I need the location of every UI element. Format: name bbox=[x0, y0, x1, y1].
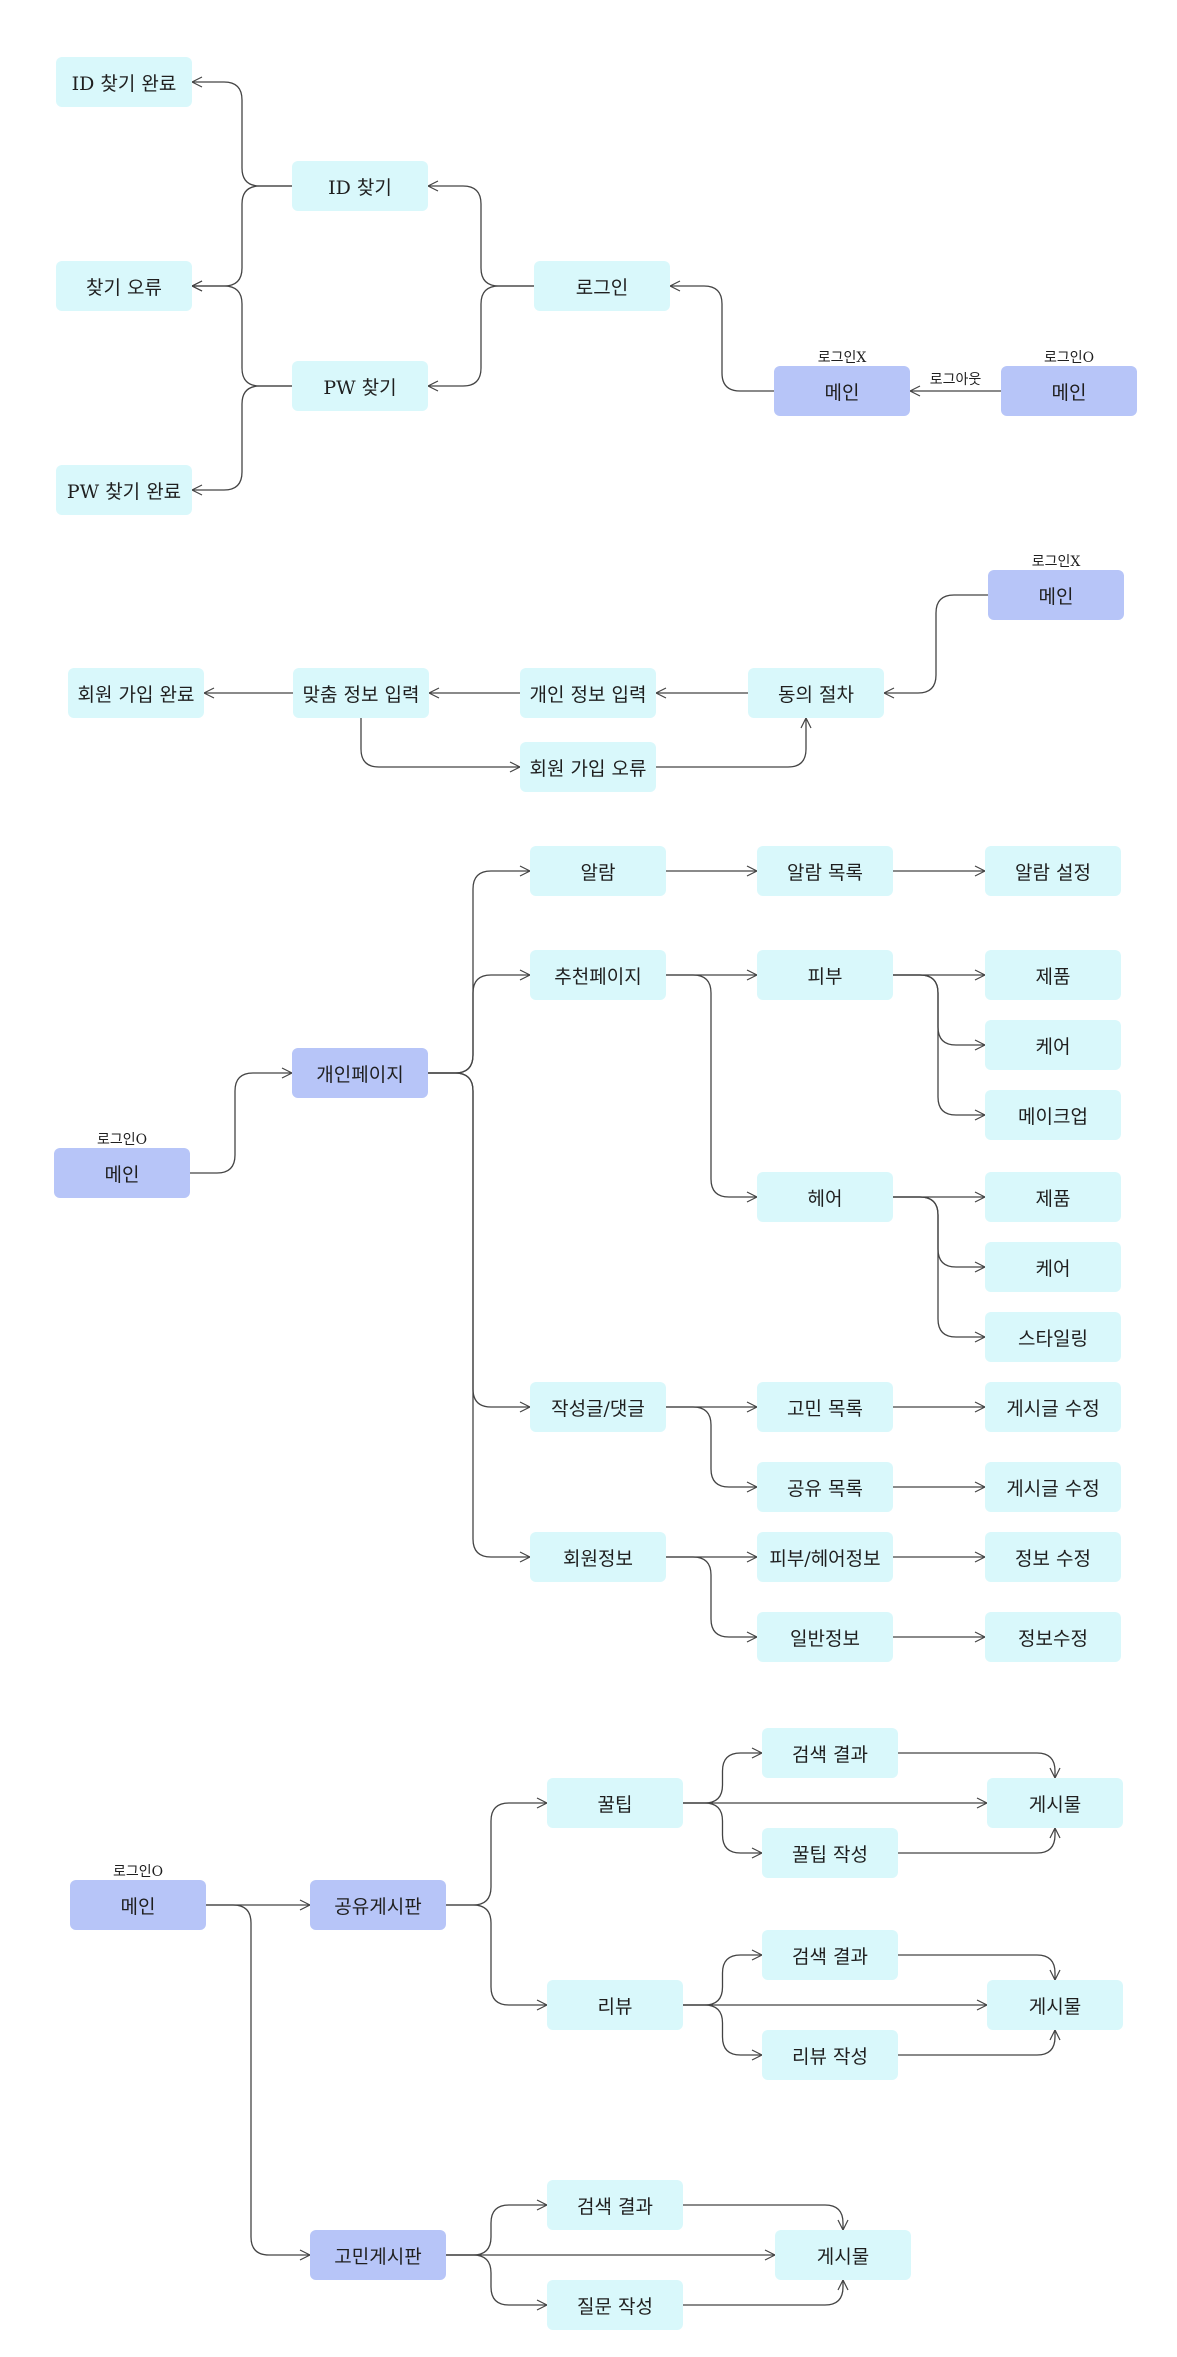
edge-member-to-general-info bbox=[666, 1556, 757, 1637]
node-signup-done: 회원 가입 완료 bbox=[68, 668, 204, 718]
node-hair-prod: 제품 bbox=[985, 1172, 1121, 1222]
edge-mypage-to-alarm bbox=[428, 871, 530, 1074]
node-worry-post: 게시물 bbox=[775, 2230, 911, 2280]
node-agree: 동의 절차 bbox=[748, 668, 884, 718]
node-info-edit2: 정보수정 bbox=[985, 1612, 1121, 1662]
node-find-err: 찾기 오류 bbox=[56, 261, 192, 311]
node-review: 리뷰 bbox=[547, 1980, 683, 2030]
node-general-info: 일반정보 bbox=[757, 1612, 893, 1662]
login-state-tag: 로그인O bbox=[112, 1864, 164, 1880]
edge-signup-err-to-agree bbox=[656, 718, 806, 768]
login-state-tag: 로그인X bbox=[1031, 554, 1081, 570]
edge-review-write-to-review-post bbox=[898, 2030, 1055, 2056]
login-state-tag: 로그인O bbox=[1043, 350, 1095, 366]
edge-skin-to-skin-makeup bbox=[893, 974, 985, 1115]
node-id-done: ID 찾기 완료 bbox=[56, 57, 192, 107]
node-tips: 꿀팁 bbox=[547, 1778, 683, 1828]
node-tips-post: 게시물 bbox=[987, 1778, 1123, 1828]
node-share-edit: 게시글 수정 bbox=[985, 1462, 1121, 1512]
edge-mypage-to-member bbox=[428, 1072, 530, 1557]
node-posts: 작성글/댓글 bbox=[530, 1382, 666, 1432]
node-hair: 헤어 bbox=[757, 1172, 893, 1222]
node-share-list: 공유 목록 bbox=[757, 1462, 893, 1512]
node-pw-find: PW 찾기 bbox=[292, 361, 428, 411]
node-recommend: 추천페이지 bbox=[530, 950, 666, 1000]
edge-review-search-to-review-post bbox=[898, 1954, 1055, 1980]
edge-id-find-to-id-done bbox=[192, 82, 292, 187]
edge-main-x2-to-agree bbox=[884, 594, 988, 693]
node-worry-search: 검색 결과 bbox=[547, 2180, 683, 2230]
node-hair-style: 스타일링 bbox=[985, 1312, 1121, 1362]
node-info-edit: 정보 수정 bbox=[985, 1532, 1121, 1582]
edge-hair-to-hair-style bbox=[893, 1196, 985, 1337]
edge-label-logout: 로그아웃 bbox=[929, 372, 982, 388]
edge-worry-board-to-question-write bbox=[446, 2254, 547, 2305]
node-member: 회원정보 bbox=[530, 1532, 666, 1582]
edge-pw-find-to-pw-done bbox=[192, 385, 292, 490]
edge-tips-write-to-tips-post bbox=[898, 1828, 1055, 1854]
edge-id-find-to-find-err bbox=[192, 185, 292, 286]
edge-pw-find-to-find-err bbox=[192, 286, 292, 387]
node-review-search: 검색 결과 bbox=[762, 1930, 898, 1980]
node-skinhair-info: 피부/헤어정보 bbox=[757, 1532, 893, 1582]
node-skin: 피부 bbox=[757, 950, 893, 1000]
login-state-tag: 로그인O bbox=[96, 1132, 148, 1148]
edge-review-to-review-search bbox=[683, 1955, 762, 2006]
node-worry-board: 고민게시판 bbox=[310, 2230, 446, 2280]
edge-login-to-id-find bbox=[428, 186, 534, 287]
node-id-find: ID 찾기 bbox=[292, 161, 428, 211]
node-mypage: 개인페이지 bbox=[292, 1048, 428, 1098]
node-review-write: 리뷰 작성 bbox=[762, 2030, 898, 2080]
edge-worry-board-to-worry-search bbox=[446, 2205, 547, 2256]
node-skin-prod: 제품 bbox=[985, 950, 1121, 1000]
node-signup-err: 회원 가입 오류 bbox=[520, 742, 656, 792]
edge-posts-to-share-list bbox=[666, 1406, 757, 1487]
edge-hair-to-hair-care bbox=[893, 1196, 985, 1267]
node-alarm-list: 알람 목록 bbox=[757, 846, 893, 896]
edge-skin-to-skin-care bbox=[893, 974, 985, 1045]
edge-custom-info-to-signup-err bbox=[360, 718, 520, 767]
node-skin-makeup: 메이크업 bbox=[985, 1090, 1121, 1140]
node-share-board: 공유게시판 bbox=[310, 1880, 446, 1930]
node-pw-done: PW 찾기 완료 bbox=[56, 465, 192, 515]
edge-share-board-to-tips bbox=[446, 1803, 547, 1906]
edge-main-o2-to-mypage bbox=[190, 1073, 292, 1174]
node-skin-care: 케어 bbox=[985, 1020, 1121, 1070]
node-worry-list: 고민 목록 bbox=[757, 1382, 893, 1432]
node-login: 로그인 bbox=[534, 261, 670, 311]
node-tips-search: 검색 결과 bbox=[762, 1728, 898, 1778]
node-alarm-set: 알람 설정 bbox=[985, 846, 1121, 896]
node-main-o3: 메인 bbox=[70, 1880, 206, 1930]
node-main-x1: 메인 bbox=[774, 366, 910, 416]
login-state-tag: 로그인X bbox=[817, 350, 867, 366]
node-personal-info: 개인 정보 입력 bbox=[520, 668, 656, 718]
node-hair-care: 케어 bbox=[985, 1242, 1121, 1292]
edge-tips-to-tips-search bbox=[683, 1753, 762, 1804]
edge-question-write-to-worry-post bbox=[683, 2280, 843, 2306]
node-main-o2: 메인 bbox=[54, 1148, 190, 1198]
edge-tips-to-tips-write bbox=[683, 1802, 762, 1853]
edge-mypage-to-posts bbox=[428, 1072, 530, 1407]
edge-share-board-to-review bbox=[446, 1904, 547, 2005]
edge-worry-search-to-worry-post bbox=[683, 2204, 843, 2230]
edge-login-to-pw-find bbox=[428, 285, 534, 386]
node-worry-edit: 게시글 수정 bbox=[985, 1382, 1121, 1432]
edge-recommend-to-hair bbox=[666, 974, 757, 1197]
edge-main-x1-to-login bbox=[670, 286, 774, 392]
node-main-x2: 메인 bbox=[988, 570, 1124, 620]
node-tips-write: 꿀팁 작성 bbox=[762, 1828, 898, 1878]
node-custom-info: 맞춤 정보 입력 bbox=[293, 668, 429, 718]
node-alarm: 알람 bbox=[530, 846, 666, 896]
edge-review-to-review-write bbox=[683, 2004, 762, 2055]
edge-mypage-to-recommend bbox=[428, 975, 530, 1074]
edge-main-o3-to-worry-board bbox=[206, 1904, 310, 2255]
node-review-post: 게시물 bbox=[987, 1980, 1123, 2030]
node-main-o1: 메인 bbox=[1001, 366, 1137, 416]
node-question-write: 질문 작성 bbox=[547, 2280, 683, 2330]
edge-tips-search-to-tips-post bbox=[898, 1752, 1055, 1778]
